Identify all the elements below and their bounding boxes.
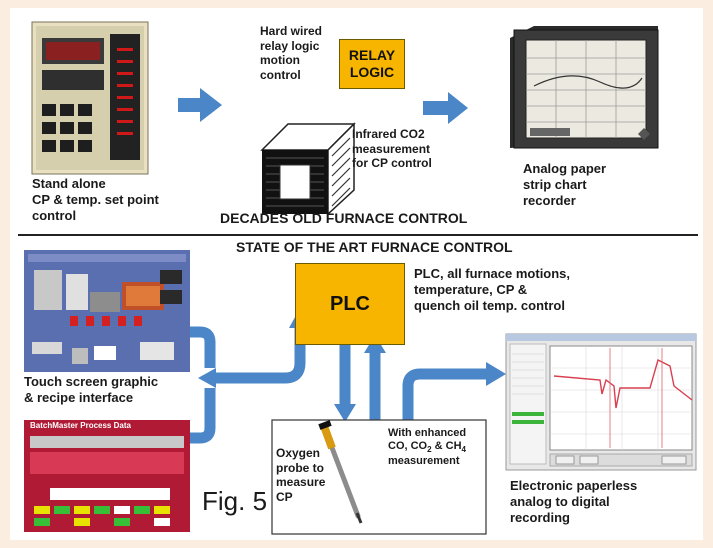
relay-desc-line-3: motion bbox=[260, 53, 300, 68]
standalone-label: Stand alone CP & temp. set point control bbox=[32, 176, 159, 224]
enhanced-line-1: With enhanced bbox=[388, 427, 467, 439]
diagram-canvas: BatchMaster Process Data RELAY LOGIC PLC… bbox=[10, 8, 703, 540]
standalone-line-3: control bbox=[32, 207, 77, 223]
oxygen-line-3: measure bbox=[276, 475, 326, 490]
relay-desc-line-1: Hard wired bbox=[260, 24, 323, 38]
enhanced-co: CO, CO bbox=[388, 440, 428, 453]
enhanced-line-3: measurement bbox=[388, 455, 460, 468]
oxygen-line-1: Oxygen bbox=[276, 446, 321, 460]
pipe-to-plc bbox=[210, 326, 306, 384]
plc-desc-line-3: quench oil temp. control bbox=[414, 297, 565, 313]
enhanced-line-2: CO, CO2 & CH4 bbox=[388, 440, 466, 455]
relay-line-1: RELAY bbox=[348, 46, 396, 63]
connectors bbox=[18, 21, 698, 535]
decades-title: DECADES OLD FURNACE CONTROL bbox=[220, 210, 468, 226]
analog-line-3: recorder bbox=[523, 192, 576, 208]
digital-recorder-icon bbox=[505, 333, 697, 471]
head-down-oxygen bbox=[334, 404, 356, 422]
batch-screen-title: BatchMaster Process Data bbox=[30, 421, 131, 430]
recipe-screen-icon bbox=[24, 420, 190, 532]
electronic-line-3: recording bbox=[510, 509, 570, 525]
oxygen-line-4: CP bbox=[276, 489, 293, 504]
touch-line-1: Touch screen graphic bbox=[24, 374, 159, 389]
pipe-touch bbox=[186, 326, 216, 368]
state-title: STATE OF THE ART FURNACE CONTROL bbox=[236, 239, 513, 255]
plc-desc-line-1: PLC, all furnace motions, bbox=[414, 266, 571, 281]
electronic-line-2: analog to digital bbox=[510, 493, 610, 509]
relay-line-2: LOGIC bbox=[349, 64, 395, 80]
plc-description: PLC, all furnace motions, temperature, C… bbox=[414, 266, 570, 314]
infrared-line-2: measurement bbox=[352, 141, 431, 156]
electronic-label: Electronic paperless analog to digital r… bbox=[510, 478, 637, 526]
enhanced-sub-2: 2 bbox=[427, 445, 432, 455]
top-arrow-right bbox=[423, 92, 468, 124]
electronic-line-1: Electronic paperless bbox=[510, 478, 638, 493]
oxygen-probe-icon bbox=[318, 420, 363, 524]
enhanced-sub-4: 4 bbox=[461, 445, 466, 455]
infrared-line-3: for CP control bbox=[352, 156, 432, 171]
oxygen-label: Oxygen probe to measure CP bbox=[276, 446, 325, 505]
furnace-box-icon bbox=[260, 122, 356, 216]
analog-line-1: Analog paper bbox=[523, 161, 607, 176]
infrared-label: Infrared CO2 measurement for CP control bbox=[352, 127, 432, 171]
fig-label: Fig. 5 bbox=[202, 486, 268, 516]
oxygen-box bbox=[271, 419, 487, 535]
head-into-junction bbox=[198, 368, 216, 388]
relay-description: Hard wired relay logic motion control bbox=[260, 24, 322, 83]
infrared-line-1: Infrared CO2 bbox=[352, 127, 425, 141]
relay-desc-line-2: relay logic bbox=[260, 38, 320, 53]
analog-line-2: strip chart bbox=[523, 176, 587, 192]
touch-line-2: & recipe interface bbox=[24, 389, 134, 405]
head-into-recorder bbox=[486, 362, 506, 386]
oxygen-line-2: probe to bbox=[276, 460, 324, 475]
plc-desc-line-2: temperature, CP & bbox=[414, 281, 528, 297]
touchscreen-icon bbox=[24, 250, 190, 372]
standalone-line-2: CP & temp. set point bbox=[32, 191, 159, 207]
enhanced-label: With enhanced CO, CO2 & CH4 measurement bbox=[388, 427, 466, 469]
top-arrow-left bbox=[178, 88, 222, 122]
standalone-line-1: Stand alone bbox=[32, 176, 106, 191]
enhanced-ch: & CH bbox=[431, 440, 462, 453]
plc-box: PLC bbox=[295, 263, 405, 345]
plc-label: PLC bbox=[330, 292, 370, 315]
pipe-recipe bbox=[186, 388, 216, 444]
touch-label: Touch screen graphic & recipe interface bbox=[24, 374, 158, 406]
controller-device-icon bbox=[31, 21, 149, 175]
analog-label: Analog paper strip chart recorder bbox=[523, 161, 606, 209]
chart-recorder-icon bbox=[510, 26, 659, 149]
relay-desc-line-4: control bbox=[260, 67, 301, 82]
pipe-to-recorder bbox=[402, 368, 488, 420]
relay-logic-box: RELAY LOGIC bbox=[339, 39, 405, 89]
